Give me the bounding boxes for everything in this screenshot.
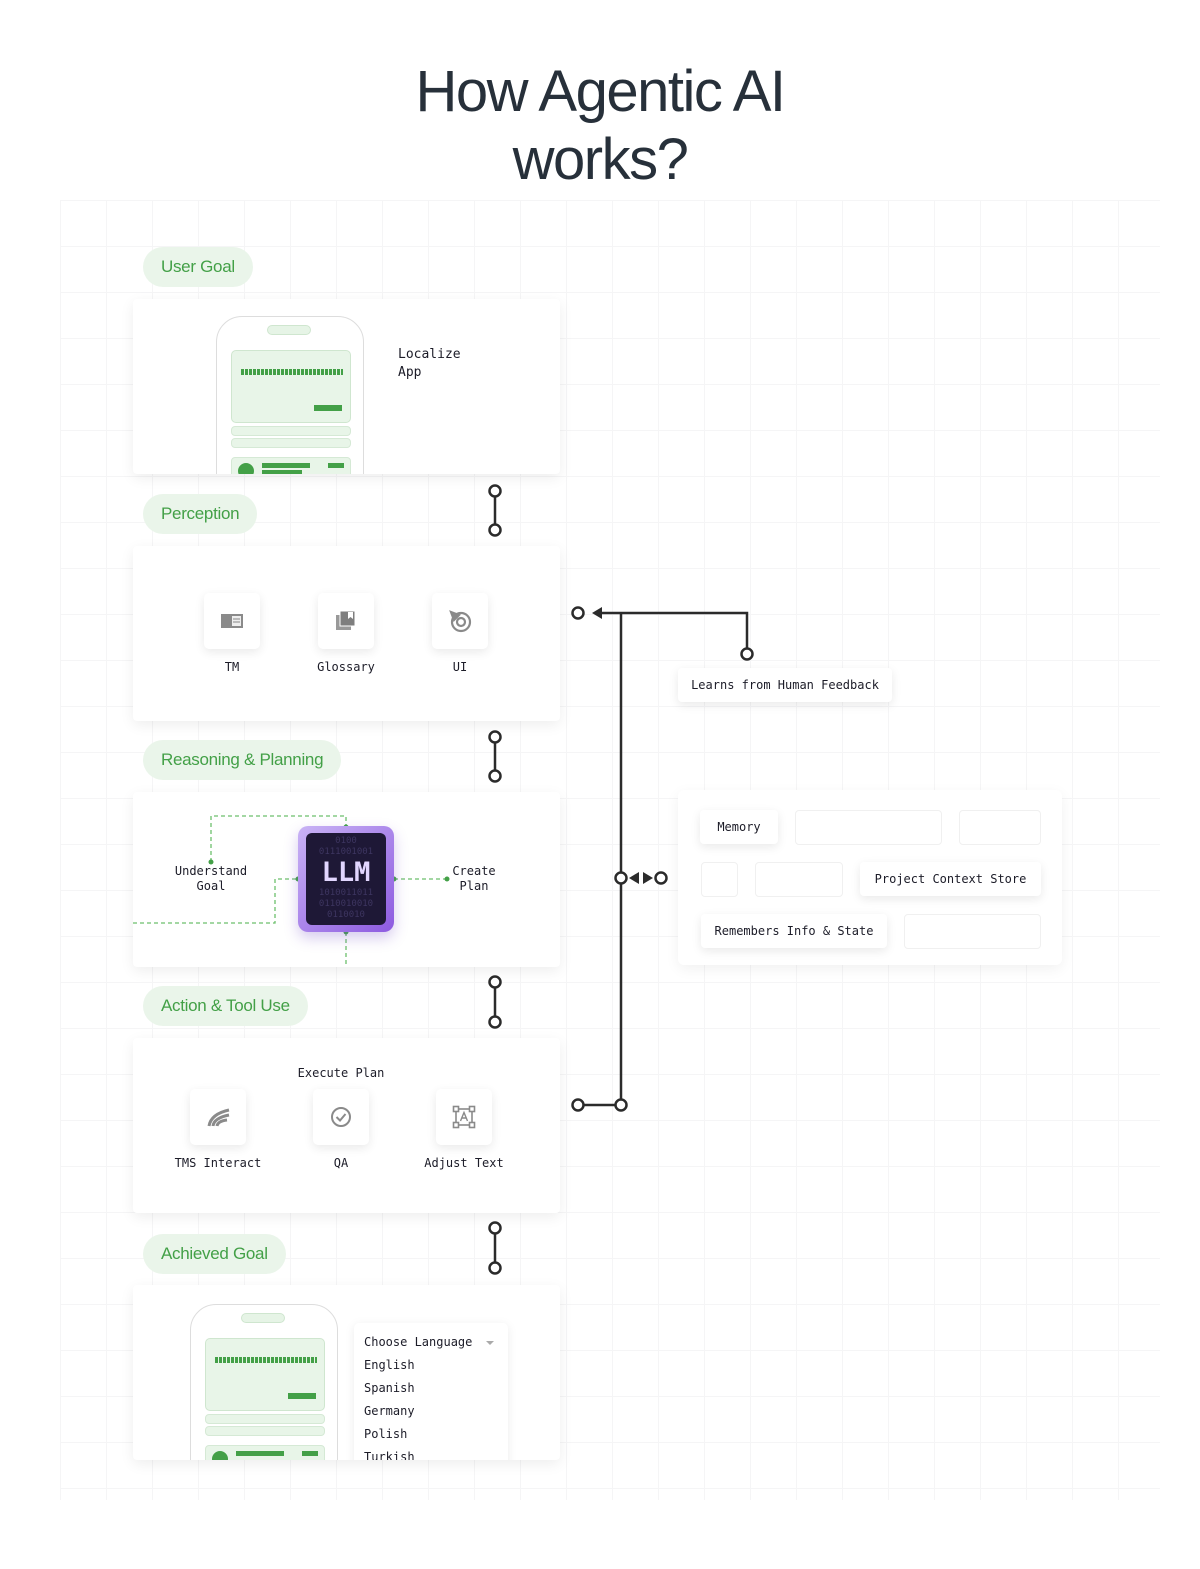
dashed-links — [133, 815, 450, 964]
binary-line: 1010011011 — [318, 888, 374, 898]
double-arrow-icon — [629, 872, 639, 884]
language-option[interactable]: Germany — [364, 1404, 415, 1418]
arrow-left-icon — [592, 607, 602, 619]
placeholder-block — [755, 862, 843, 897]
placeholder-block — [795, 810, 942, 845]
connector-node — [488, 769, 502, 783]
achieved-card: Choose Language English Spanish Germany … — [133, 1285, 560, 1460]
target-cursor-icon — [432, 593, 488, 649]
language-option[interactable]: Turkish — [364, 1450, 415, 1460]
caret-down-icon — [486, 1341, 494, 1349]
placeholder-block — [904, 914, 1041, 949]
check-circle-icon — [313, 1089, 369, 1145]
language-dropdown[interactable]: Choose Language English Spanish Germany … — [354, 1323, 508, 1460]
connector-node — [488, 975, 502, 989]
phone-mockup — [190, 1304, 338, 1460]
memory-panel: Memory Project Context Store Remembers I… — [678, 790, 1062, 965]
memory-label: Memory — [700, 810, 778, 844]
llm-chip: 0100 0111001001 LLM 1010011011 011001001… — [298, 826, 394, 932]
stage-pill-user-goal: User Goal — [143, 247, 253, 287]
text-box-icon — [436, 1089, 492, 1145]
connector-node — [571, 1098, 585, 1112]
phone-mockup — [216, 316, 364, 474]
action-card: Execute Plan TMS Interact QA Adjust Text — [133, 1038, 560, 1213]
binary-line: 0110010 — [327, 910, 365, 920]
qa-label: QA — [333, 1156, 349, 1170]
placeholder-block — [701, 862, 738, 897]
project-context-store-label: Project Context Store — [860, 862, 1041, 896]
placeholder-block — [959, 810, 1041, 845]
language-option[interactable]: English — [364, 1358, 415, 1372]
dropdown-header[interactable]: Choose Language — [364, 1331, 498, 1354]
book-icon — [204, 593, 260, 649]
connector-node — [614, 871, 628, 885]
language-option[interactable]: Spanish — [364, 1381, 415, 1395]
llm-label: LLM — [321, 857, 371, 888]
bookmark-stack-icon — [318, 593, 374, 649]
binary-line: 0111001001 — [318, 847, 374, 857]
adjust-text-label: Adjust Text — [424, 1156, 504, 1170]
connector-node — [614, 1098, 628, 1112]
connector-node — [488, 1261, 502, 1275]
stage-pill-action: Action & Tool Use — [143, 986, 308, 1026]
feedback-box: Learns from Human Feedback — [678, 668, 892, 702]
connector-node — [488, 1015, 502, 1029]
connector-node — [488, 523, 502, 537]
glossary-label: Glossary — [317, 660, 375, 674]
stage-pill-perception: Perception — [143, 494, 258, 534]
tm-label: TM — [224, 660, 240, 674]
wings-icon — [190, 1089, 246, 1145]
tms-interact-label: TMS Interact — [174, 1156, 262, 1170]
language-option[interactable]: Polish — [364, 1427, 408, 1441]
connector-node — [740, 647, 754, 661]
connector-node — [654, 871, 668, 885]
execute-plan-label: Execute Plan — [297, 1066, 385, 1080]
perception-card: TM Glossary UI — [133, 546, 560, 721]
connector-node — [488, 730, 502, 744]
connector-node — [571, 606, 585, 620]
ui-label: UI — [452, 660, 468, 674]
binary-line: 0110010010 — [318, 899, 374, 909]
stage-pill-achieved: Achieved Goal — [143, 1234, 286, 1274]
remembers-info-label: Remembers Info & State — [701, 914, 887, 948]
connector-node — [488, 484, 502, 498]
stage-pill-reasoning: Reasoning & Planning — [143, 740, 342, 780]
connector-node — [488, 1221, 502, 1235]
binary-line: 0100 — [335, 836, 357, 846]
